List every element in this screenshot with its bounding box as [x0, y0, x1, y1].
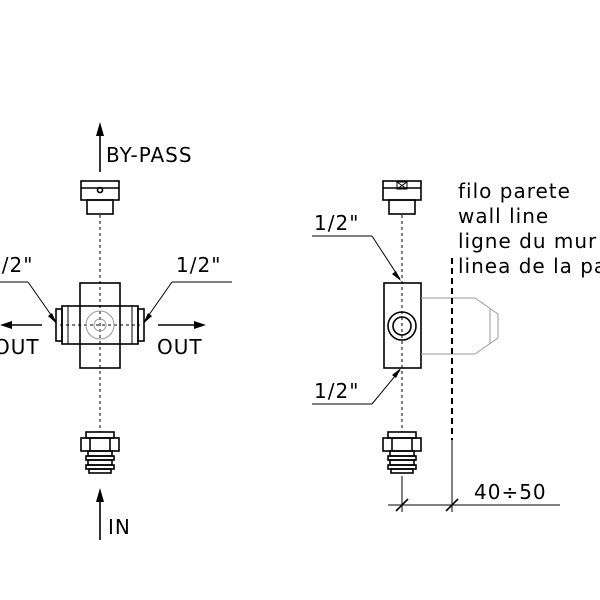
side-size-label-top: 1/2" — [314, 211, 359, 235]
valve-body-side — [383, 282, 499, 369]
top-fitting — [80, 180, 120, 215]
side-size-leader-bottom: 1/2" — [312, 368, 401, 405]
wall-legend-es: linea de la pared — [458, 254, 600, 278]
in-label: IN — [108, 515, 131, 539]
out-left-arrow: OUT — [0, 321, 42, 359]
side-size-leader-top: 1/2" — [312, 211, 401, 281]
bottom-fitting — [80, 431, 120, 474]
wall-legend-fr: ligne du mur — [458, 229, 597, 253]
wall-legend-it: filo parete — [458, 179, 571, 203]
out-right-arrow: OUT — [157, 321, 206, 359]
dimension-40-50: 40÷50 — [388, 440, 560, 512]
size-label-right: 1/2" — [176, 253, 221, 277]
bypass-label: BY-PASS — [106, 143, 193, 167]
front-view: BY-PASS 1/2" — [0, 122, 232, 540]
out-left-label: OUT — [0, 335, 40, 359]
side-size-label-bottom: 1/2" — [314, 379, 359, 403]
side-top-fitting — [382, 180, 422, 215]
side-bottom-fitting — [382, 431, 422, 474]
side-view: 1/2" 1/2" 40÷50 — [312, 179, 600, 512]
size-leader-right: 1/2" — [143, 253, 232, 324]
dimension-label: 40÷50 — [474, 480, 547, 504]
size-leader-left: 1/2" — [0, 253, 57, 324]
out-right-label: OUT — [157, 335, 203, 359]
valve-body-front — [55, 282, 145, 369]
wall-legend: filo parete wall line ligne du mur linea… — [458, 179, 600, 278]
in-arrow: IN — [96, 488, 131, 540]
size-label-left: 1/2" — [0, 253, 33, 277]
wall-legend-en: wall line — [458, 204, 549, 228]
bypass-arrow-head — [96, 122, 104, 136]
